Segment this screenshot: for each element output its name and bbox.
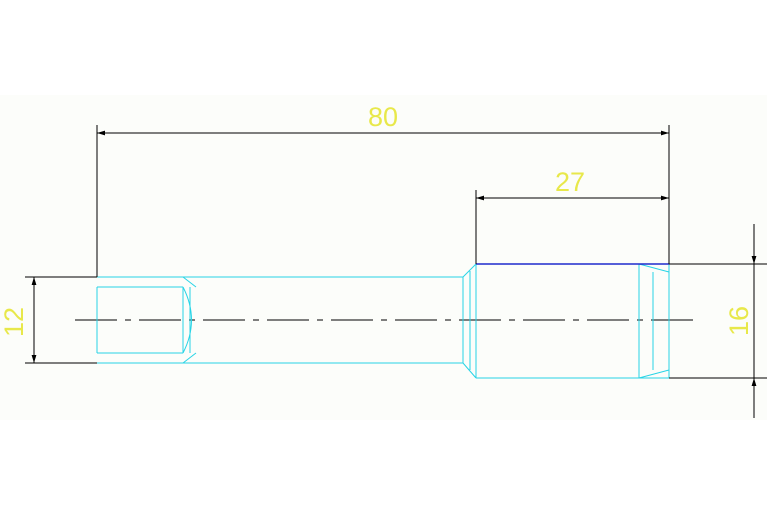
- dimension-text-16: 16: [724, 306, 754, 336]
- extension-lines: [25, 125, 767, 379]
- dimension-text-80: 80: [368, 102, 398, 132]
- dimension-text-27: 27: [555, 167, 585, 197]
- part-outline: [96, 263, 670, 379]
- dimension-text-12: 12: [0, 307, 29, 337]
